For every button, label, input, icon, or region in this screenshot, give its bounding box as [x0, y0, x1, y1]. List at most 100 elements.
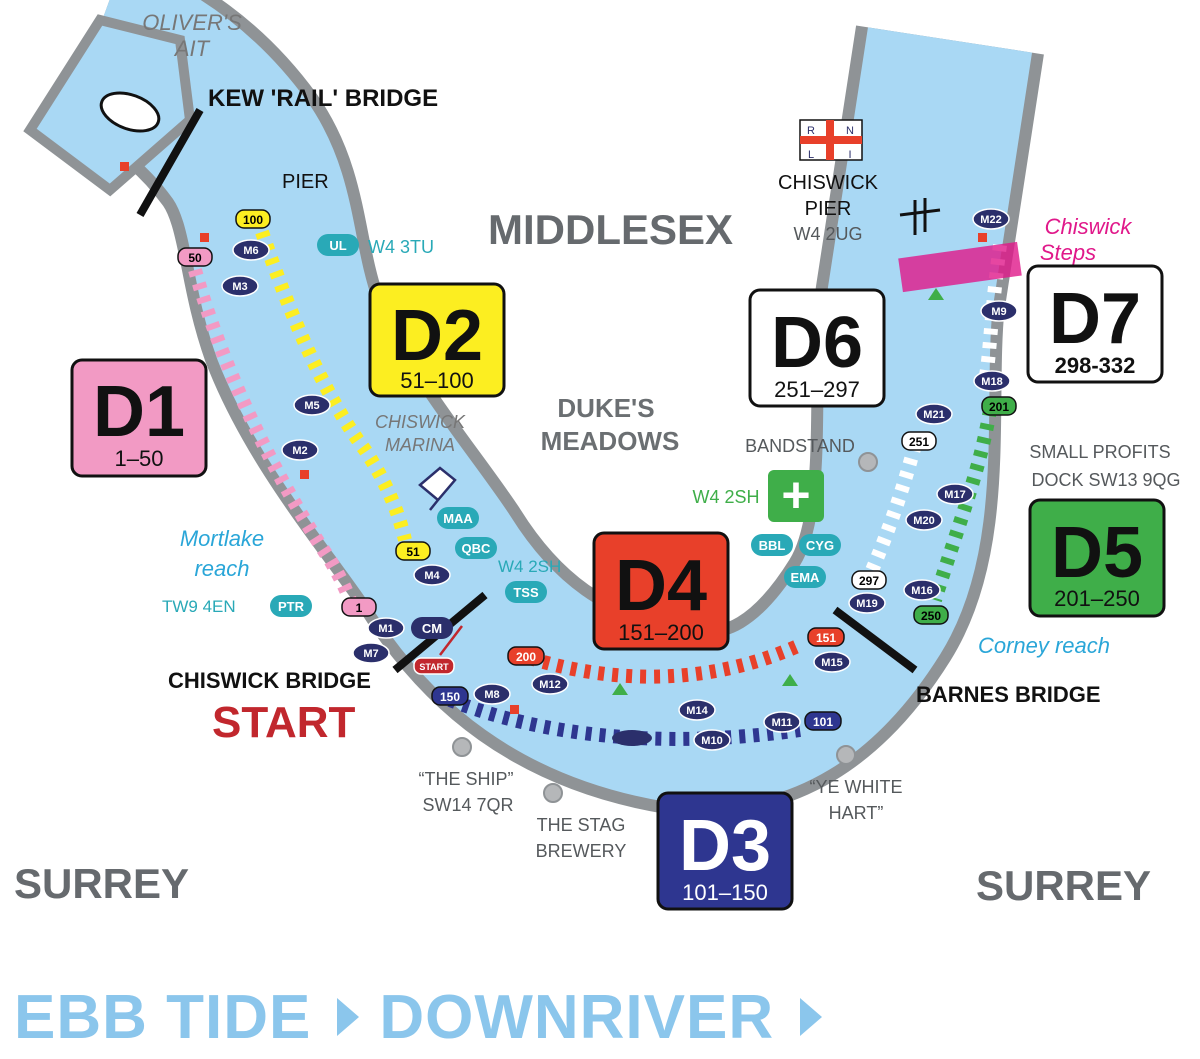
start-marker: START [413, 625, 463, 675]
mooring-label: M3 [232, 281, 247, 293]
mooring-label: M8 [484, 689, 499, 701]
mooring-label: M12 [539, 679, 560, 691]
mooring-label: M1 [378, 623, 393, 635]
small-profits-label-2: DOCK SW13 9QG [1031, 470, 1180, 490]
zone-d1: D1 1–50 [70, 358, 208, 478]
mooring-label: M5 [304, 400, 319, 412]
club-marker: UL [317, 234, 359, 256]
zone-d4: D4 151–200 [592, 531, 730, 651]
boundary-marker: 50 [177, 247, 213, 267]
mooring-label: M9 [991, 306, 1006, 318]
mooring-label: M10 [701, 735, 722, 747]
club-label: QBC [462, 541, 492, 556]
svg-text:1: 1 [356, 601, 363, 615]
mooring-label: M22 [980, 214, 1001, 226]
mooring-marker: M7 [352, 642, 390, 664]
bandstand-label: BANDSTAND [745, 436, 855, 456]
buoy-marker [300, 470, 309, 479]
svg-text:151: 151 [816, 631, 836, 645]
ptr-postcode: TW9 4EN [162, 597, 236, 616]
barnes-bridge-line [832, 606, 918, 674]
mooring-marker: M8 [473, 683, 511, 705]
region-surrey-right: SURREY [976, 862, 1151, 909]
club-marker: CYG [799, 534, 841, 556]
mooring-label: M2 [292, 445, 307, 457]
mooring-marker: M12 [531, 673, 569, 695]
club-label: EMA [791, 570, 821, 585]
chiswick-pier-label-2: PIER [805, 198, 852, 220]
zone-d3-id: D3 [679, 806, 771, 886]
club-label: UL [329, 238, 346, 253]
mooring-label: M14 [686, 705, 708, 717]
mooring-marker: M14 [678, 699, 716, 721]
club-marker: EMA [784, 566, 826, 588]
mooring-marker: M1 [367, 617, 405, 639]
svg-text:50: 50 [188, 251, 202, 265]
region-surrey-left: SURREY [14, 860, 189, 907]
zone-d3-range: 101–150 [682, 880, 768, 905]
small-profits-label-1: SMALL PROFITS [1029, 442, 1170, 462]
rnli-l: L [808, 149, 814, 161]
club-marker: BBL [751, 534, 793, 556]
zone-d6-range: 251–297 [774, 377, 860, 402]
boundary-marker: 151 [807, 627, 845, 647]
zone-d1-range: 1–50 [115, 446, 164, 471]
buoy-marker [978, 233, 987, 242]
mooring-label: M4 [424, 570, 440, 582]
mooring-marker: M19 [848, 592, 886, 614]
zone-d4-id: D4 [615, 546, 707, 626]
green-triangle-marker [612, 683, 628, 695]
boundary-marker: 101 [804, 711, 842, 731]
club-marker: PTR [270, 595, 312, 617]
marina-icon [418, 466, 457, 511]
mooring-marker: M18 [973, 370, 1011, 392]
mooring-marker: M20 [905, 509, 943, 531]
mooring-marker: M2 [281, 439, 319, 461]
dukes-meadows-label-2: MEADOWS [541, 426, 680, 456]
the-ship-label-2: SW14 7QR [422, 795, 513, 815]
club-label: BBL [759, 538, 786, 553]
green-lane [928, 408, 997, 603]
buoy-marker [510, 705, 519, 714]
marina-label-2: MARINA [385, 435, 455, 455]
rnli-n: N [846, 125, 854, 137]
mooring-label: M15 [821, 657, 842, 669]
boundary-marker: 100 [235, 209, 271, 229]
footer-left-text: EBB TIDE [14, 982, 312, 1052]
mooring-label: M20 [913, 515, 934, 527]
svg-text:200: 200 [516, 650, 536, 664]
pink-lane [188, 268, 359, 609]
stag-brewery-dot [543, 783, 563, 803]
svg-text:START: START [419, 662, 449, 672]
mooring-marker: M10 [693, 729, 731, 751]
svg-text:100: 100 [243, 213, 263, 227]
zone-d5-range: 201–250 [1054, 586, 1140, 611]
yellow-lane [255, 229, 412, 542]
region-middlesex: MIDDLESEX [488, 206, 733, 253]
zone-d5: D5 201–250 [1028, 498, 1166, 618]
boundary-marker: 251 [901, 431, 937, 451]
zone-d7-range: 298-332 [1055, 353, 1136, 378]
boundary-marker: 150 [431, 686, 469, 706]
mooring-label: M21 [923, 409, 944, 421]
boat-icon [612, 730, 652, 746]
arrow-right-icon [800, 998, 823, 1036]
river-water [65, 0, 1033, 805]
boundary-marker: 200 [507, 646, 545, 666]
zone-d1-id: D1 [93, 372, 185, 452]
white-hart-dot [836, 745, 856, 765]
white-hart-label-1: “YE WHITE [810, 777, 903, 797]
club-marker: CM [411, 617, 453, 639]
svg-text:201: 201 [989, 400, 1009, 414]
mooring-marker: M17 [936, 483, 974, 505]
zone-d7: D7 298-332 [1026, 264, 1164, 384]
svg-text:51: 51 [406, 545, 420, 559]
arrow-right-icon [337, 998, 360, 1036]
mooring-marker: M3 [221, 275, 259, 297]
zone-d5-id: D5 [1051, 513, 1143, 593]
first-aid-postcode: W4 2SH [692, 487, 759, 507]
club-label: MAA [443, 511, 473, 526]
svg-text:250: 250 [921, 609, 941, 623]
zone-d2-range: 51–100 [400, 368, 473, 393]
chiswick-pier-postcode: W4 2UG [793, 224, 862, 244]
